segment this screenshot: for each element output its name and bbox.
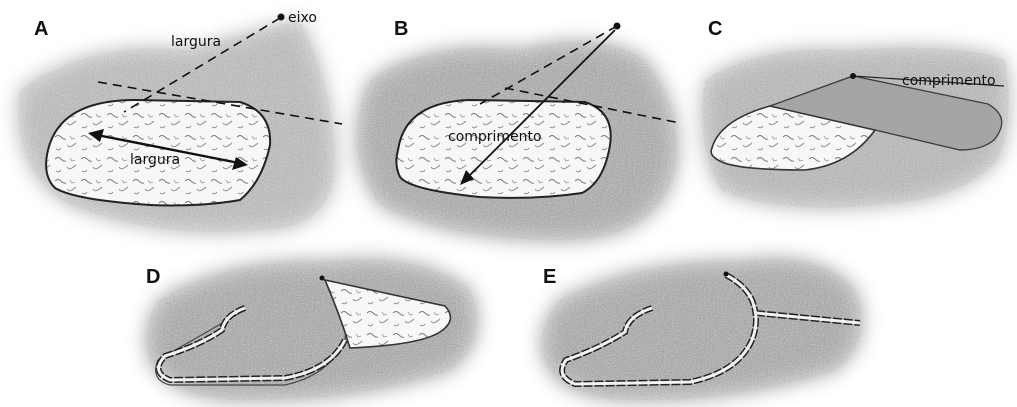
panel-b-wound bbox=[396, 100, 610, 198]
panel-a-width-inside-label: largura bbox=[130, 152, 180, 168]
panel-b-letter: B bbox=[394, 18, 408, 40]
panel-b-length-label: comprimento bbox=[448, 129, 542, 145]
panel-c: C comprimento bbox=[702, 18, 1009, 208]
panel-d-pivot-point bbox=[320, 276, 325, 281]
panel-c-length-label: comprimento bbox=[902, 73, 996, 89]
panel-d: D bbox=[146, 260, 477, 400]
panel-a-axis-label: eixo bbox=[288, 10, 317, 26]
panel-a: A eixo largura largura bbox=[19, 10, 342, 232]
panel-e-pivot-point bbox=[724, 272, 729, 277]
panel-b-axis-point bbox=[614, 23, 621, 30]
panel-a-letter: A bbox=[34, 18, 48, 40]
panel-c-letter: C bbox=[708, 18, 722, 40]
panel-e: E bbox=[542, 259, 862, 400]
panel-c-axis-point bbox=[850, 73, 856, 79]
panel-a-width-top-label: largura bbox=[171, 34, 221, 50]
panel-e-letter: E bbox=[543, 266, 556, 288]
panel-b: B comprimento bbox=[357, 18, 680, 240]
panel-d-letter: D bbox=[146, 266, 160, 288]
panel-a-axis-point bbox=[278, 14, 285, 21]
